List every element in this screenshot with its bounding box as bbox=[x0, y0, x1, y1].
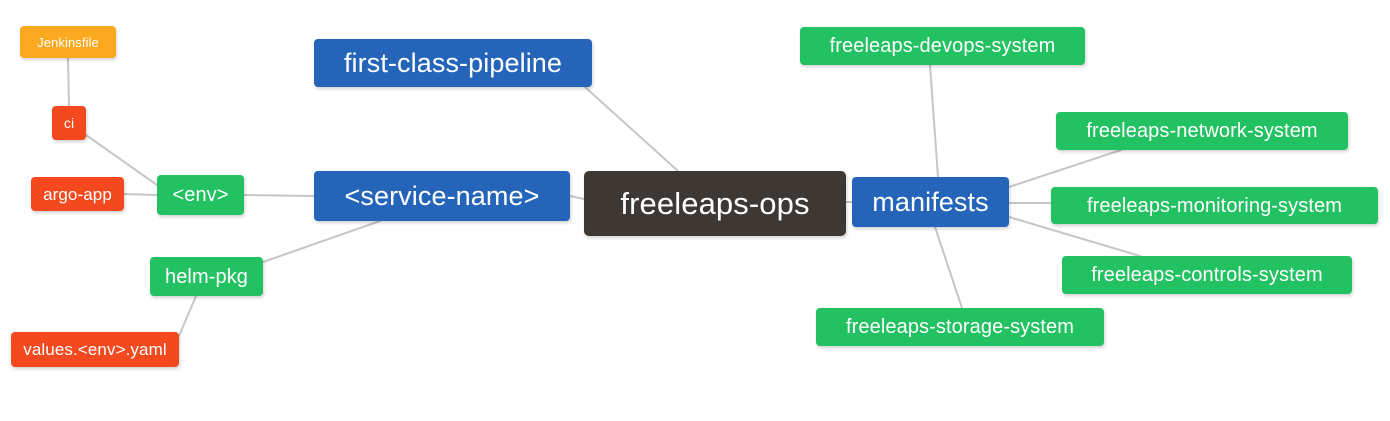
edge-argo-app-to-env bbox=[123, 193, 158, 196]
node-freeleaps-ops[interactable]: freeleaps-ops bbox=[584, 171, 846, 236]
node-network-system[interactable]: freeleaps-network-system bbox=[1056, 112, 1348, 150]
node-controls-system[interactable]: freeleaps-controls-system bbox=[1062, 256, 1352, 294]
node-storage-system[interactable]: freeleaps-storage-system bbox=[816, 308, 1104, 346]
node-service-name[interactable]: <service-name> bbox=[314, 171, 570, 221]
node-helm-pkg[interactable]: helm-pkg bbox=[150, 257, 263, 296]
edge-values-yaml-to-helm-pkg bbox=[178, 295, 197, 337]
node-manifests[interactable]: manifests bbox=[852, 177, 1009, 227]
edge-first-class-pipeline-to-freeleaps-ops bbox=[584, 86, 679, 172]
edge-service-name-to-freeleaps-ops bbox=[569, 195, 585, 200]
node-monitoring-system[interactable]: freeleaps-monitoring-system bbox=[1051, 187, 1378, 224]
edge-manifests-to-storage-system bbox=[934, 226, 963, 309]
edge-jenkinsfile-to-ci bbox=[67, 57, 70, 107]
node-env[interactable]: <env> bbox=[157, 175, 244, 215]
node-values-yaml[interactable]: values.<env>.yaml bbox=[11, 332, 179, 367]
node-argo-app[interactable]: argo-app bbox=[31, 177, 124, 211]
edge-manifests-to-devops-system bbox=[929, 64, 939, 178]
edge-helm-pkg-to-service-name bbox=[262, 220, 381, 263]
node-jenkinsfile[interactable]: Jenkinsfile bbox=[20, 26, 116, 58]
node-devops-system[interactable]: freeleaps-devops-system bbox=[800, 27, 1085, 65]
node-ci[interactable]: ci bbox=[52, 106, 86, 140]
node-first-class-pipeline[interactable]: first-class-pipeline bbox=[314, 39, 592, 87]
edge-env-to-service-name bbox=[243, 194, 315, 197]
edge-manifests-to-network-system bbox=[1008, 149, 1122, 188]
